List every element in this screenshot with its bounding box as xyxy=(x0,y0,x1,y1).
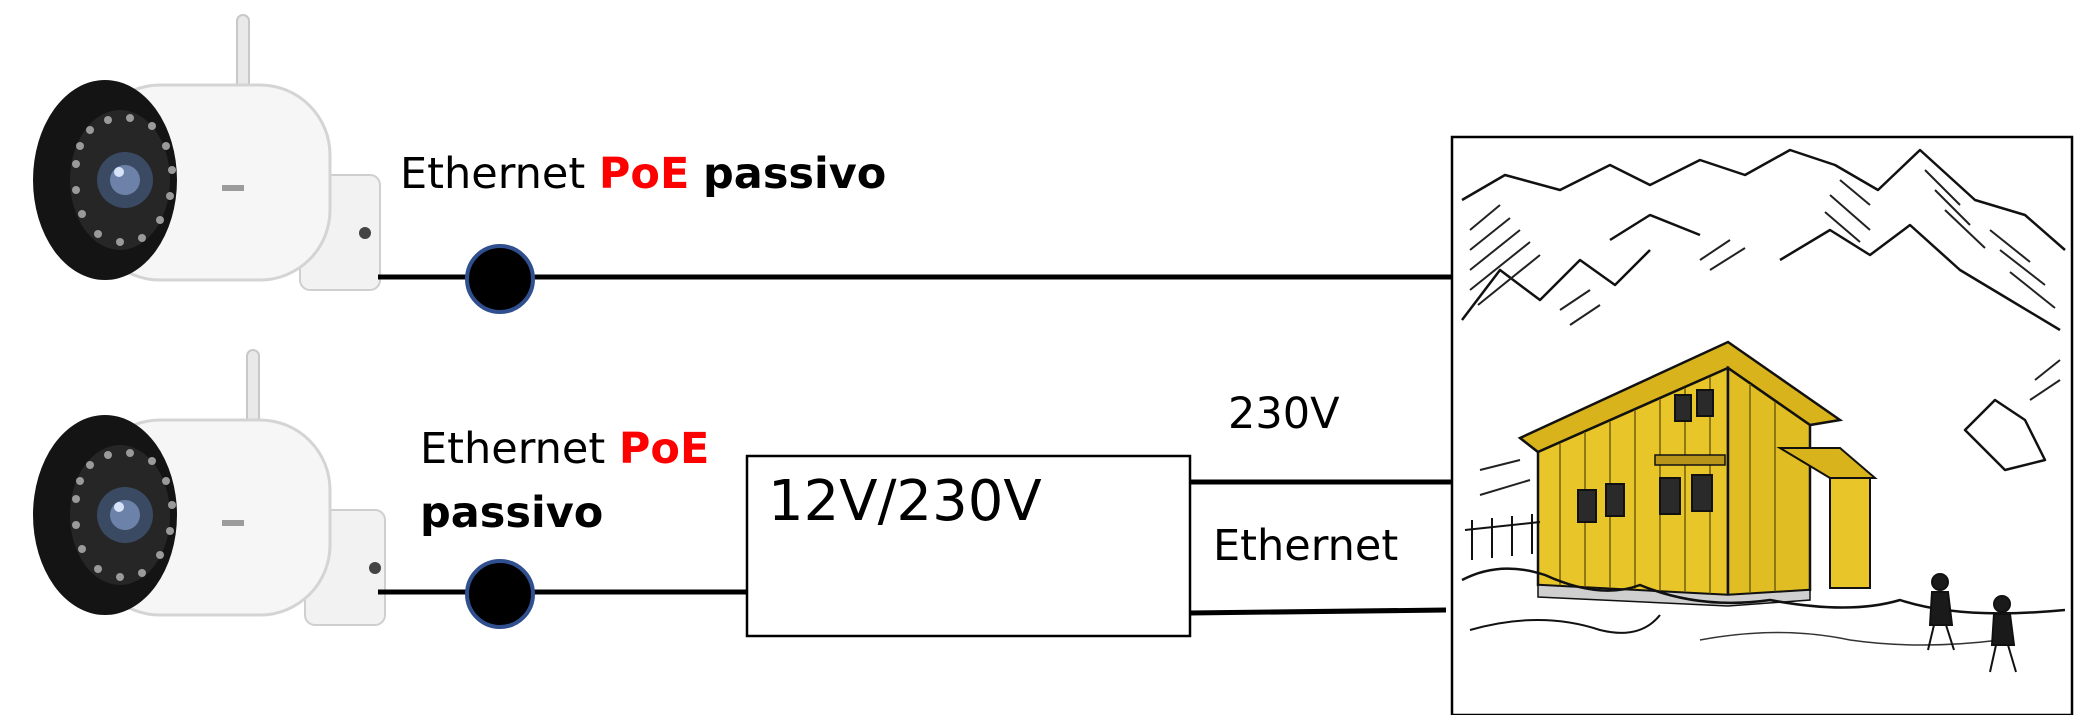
converter-box xyxy=(745,454,1192,638)
connector-1-icon xyxy=(465,244,535,314)
connector-2-icon xyxy=(465,559,535,629)
camera-1-ethernet-text: Ethernet xyxy=(400,149,586,199)
camera-2-ethernet-text: Ethernet xyxy=(420,424,606,474)
camera-1-passivo-text: passivo xyxy=(703,149,887,199)
camera-1-icon xyxy=(33,14,381,291)
ethernet-label: Ethernet xyxy=(1213,521,1399,571)
camera-1-connection-label: Ethernet PoE passivo xyxy=(400,149,887,199)
camera-1-poe-text: PoE xyxy=(598,149,690,199)
power-230v-label: 230V xyxy=(1228,389,1340,439)
camera-2-connection-label: Ethernet PoE passivo xyxy=(420,417,709,545)
camera-2-passivo-text: passivo xyxy=(420,488,604,538)
camera-2-icon xyxy=(33,349,386,626)
mountain-hut-illustration xyxy=(1450,135,2074,715)
ethernet-line xyxy=(1189,607,1447,616)
camera-2-poe-text: PoE xyxy=(618,424,710,474)
converter-box-label: 12V/230V xyxy=(768,469,1042,534)
